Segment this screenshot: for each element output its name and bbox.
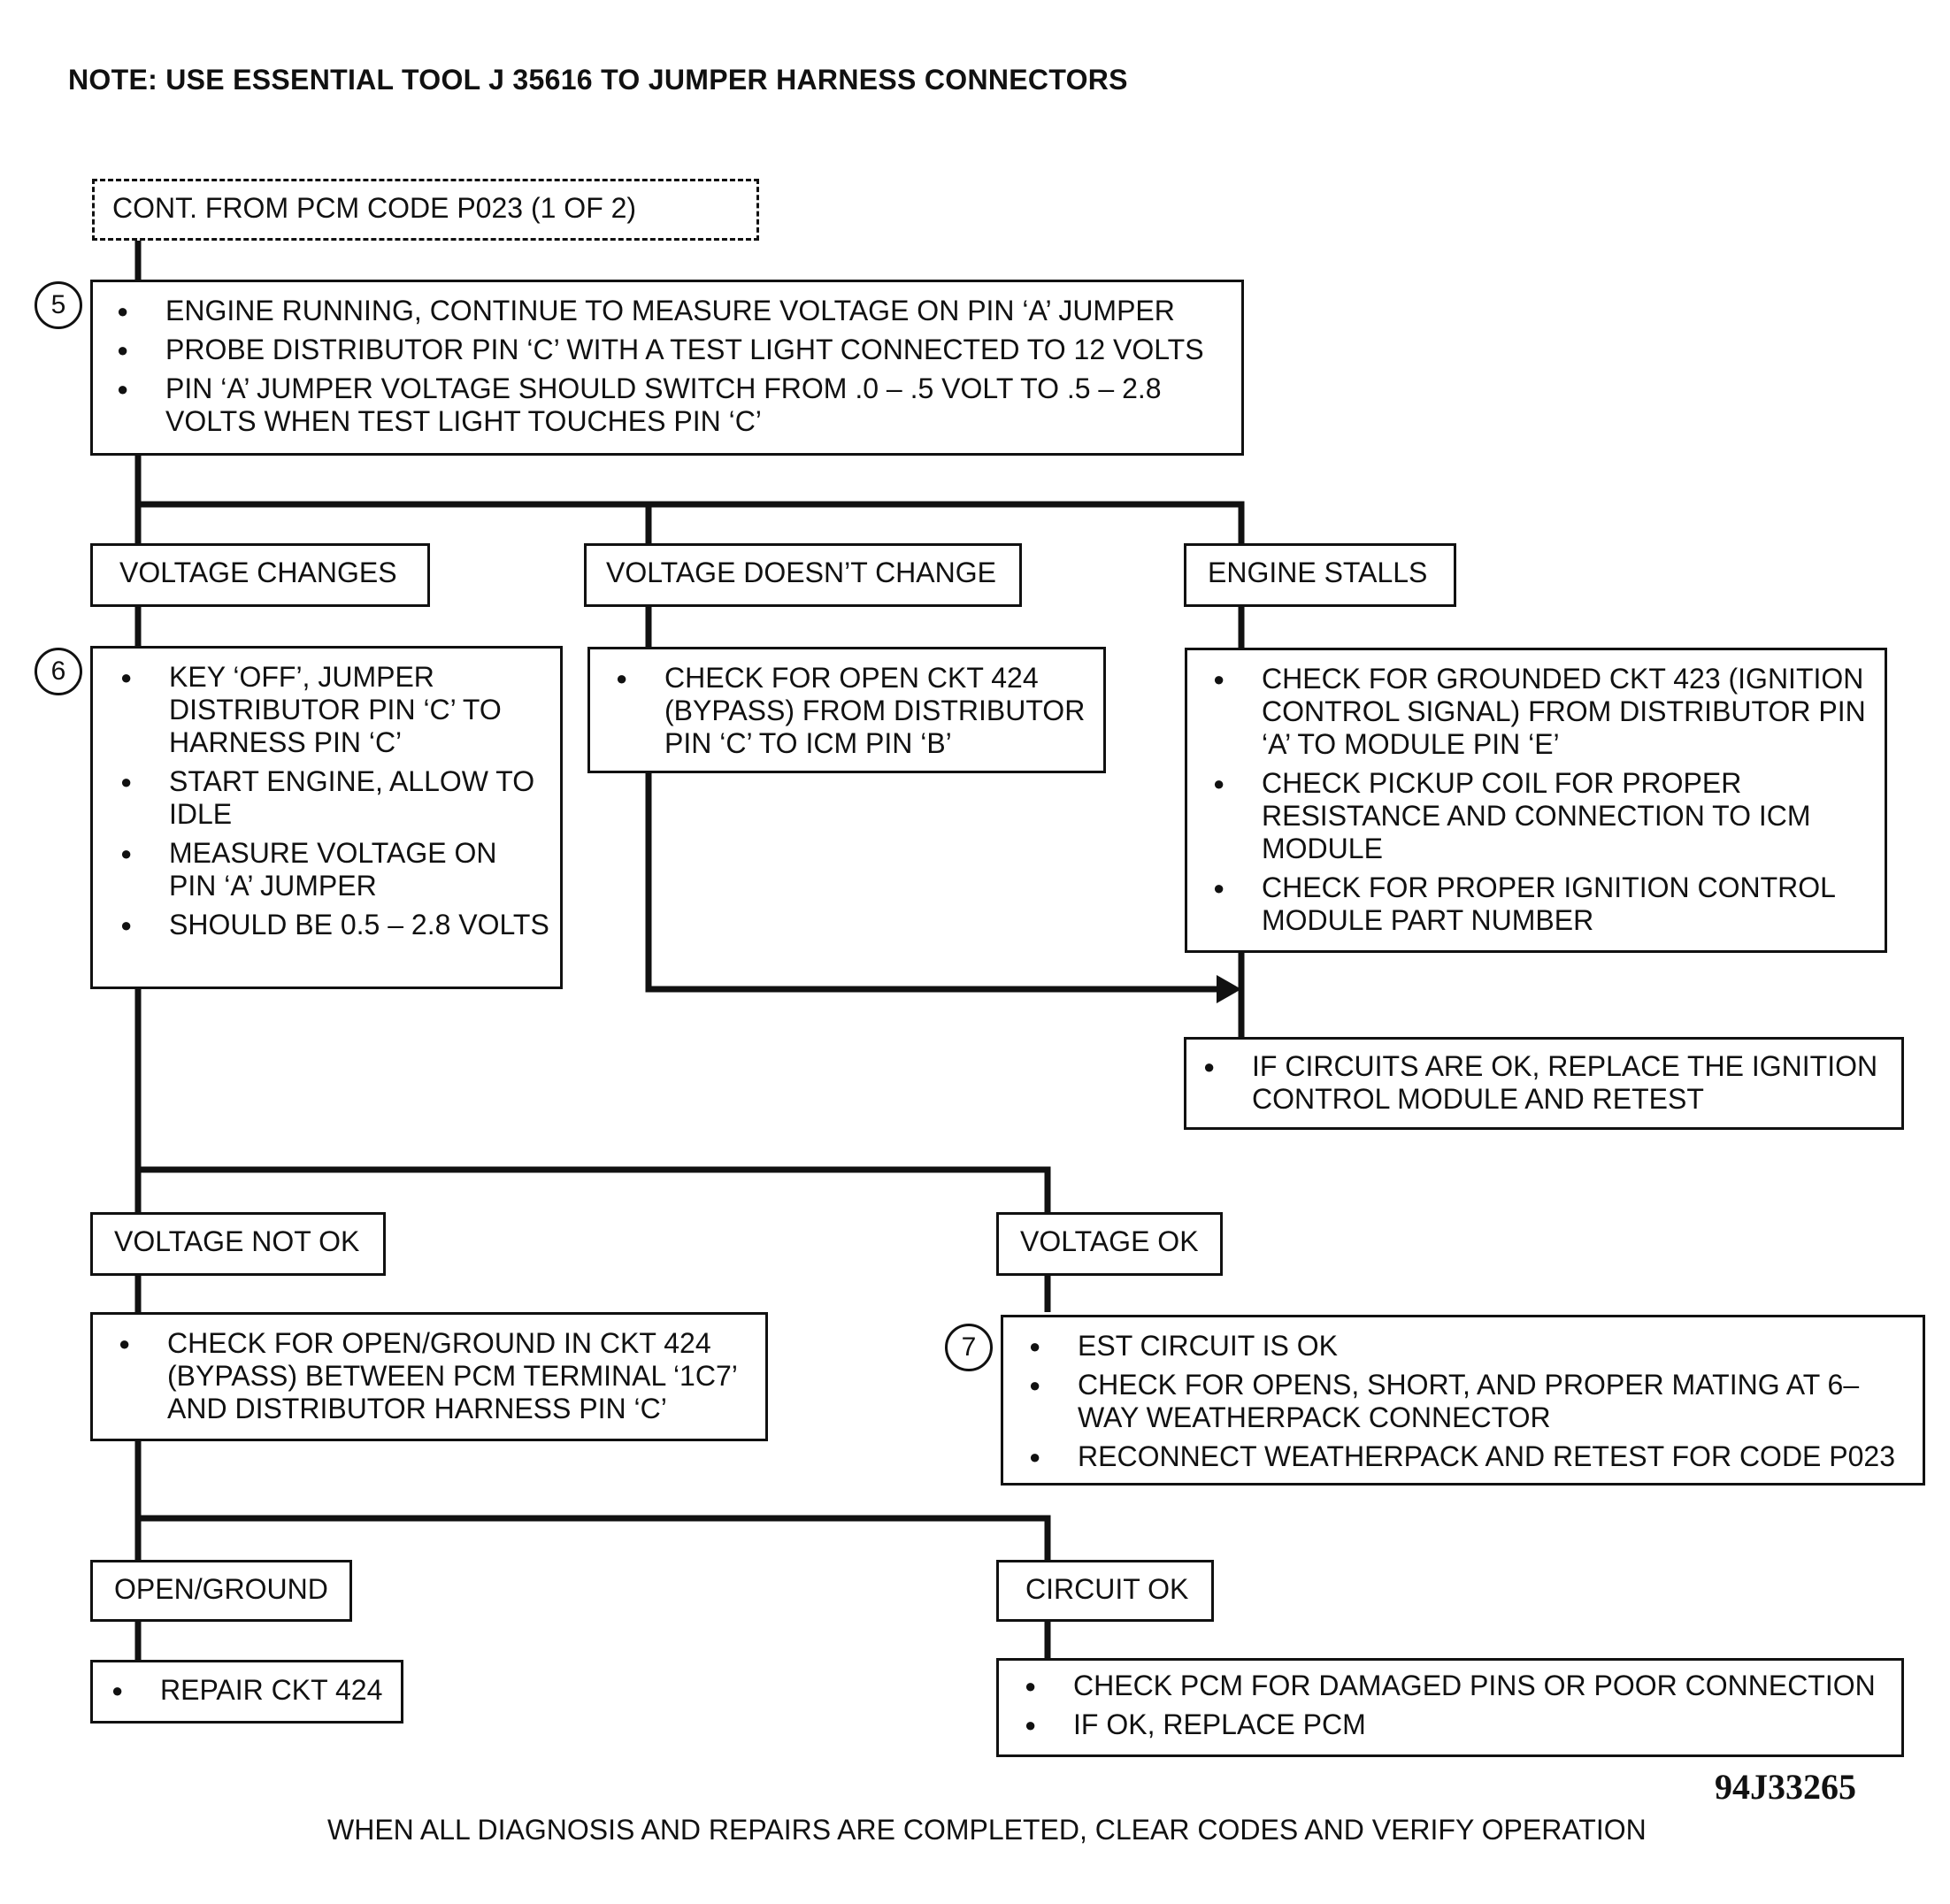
step-7-box: EST CIRCUIT IS OK CHECK FOR OPENS, SHORT… bbox=[1001, 1315, 1925, 1486]
voltage-not-ok-label: VOLTAGE NOT OK bbox=[114, 1225, 360, 1257]
circuit-ok-box: CIRCUIT OK bbox=[996, 1560, 1214, 1622]
open-ckt-424-box: CHECK FOR OPEN CKT 424 (BYPASS) FROM DIS… bbox=[587, 647, 1106, 773]
step-7-badge: 7 bbox=[945, 1324, 993, 1371]
step-7-bullet: RECONNECT WEATHERPACK AND RETEST FOR COD… bbox=[1029, 1440, 1918, 1473]
tool-note: NOTE: USE ESSENTIAL TOOL J 35616 TO JUMP… bbox=[68, 64, 1128, 96]
voltage-changes-label: VOLTAGE CHANGES bbox=[119, 557, 397, 588]
grounded-ckt-bullet: CHECK PICKUP COIL FOR PROPER RESISTANCE … bbox=[1213, 767, 1881, 865]
voltage-ok-box: VOLTAGE OK bbox=[996, 1212, 1223, 1276]
engine-stalls-box: ENGINE STALLS bbox=[1184, 543, 1456, 607]
grounded-ckt-bullet: CHECK FOR GROUNDED CKT 423 (IGNITION CON… bbox=[1213, 663, 1881, 761]
open-ground-box: OPEN/GROUND bbox=[90, 1560, 352, 1622]
circuit-ok-label: CIRCUIT OK bbox=[1025, 1573, 1189, 1605]
replace-icm-box: IF CIRCUITS ARE OK, REPLACE THE IGNITION… bbox=[1184, 1037, 1904, 1130]
grounded-ckt-423-box: CHECK FOR GROUNDED CKT 423 (IGNITION CON… bbox=[1185, 648, 1887, 953]
continuation-label: CONT. FROM PCM CODE P023 (1 OF 2) bbox=[112, 192, 637, 224]
step-5-box: ENGINE RUNNING, CONTINUE TO MEASURE VOLT… bbox=[90, 280, 1244, 456]
engine-stalls-label: ENGINE STALLS bbox=[1208, 557, 1428, 588]
connector-open-to-arrow bbox=[645, 772, 1217, 993]
step-5-bullet: PROBE DISTRIBUTOR PIN ‘C’ WITH A TEST LI… bbox=[117, 334, 1227, 366]
voltage-ok-label: VOLTAGE OK bbox=[1020, 1225, 1199, 1257]
connector-branch3-bar bbox=[138, 1515, 1051, 1560]
check-open-ground-box: CHECK FOR OPEN/GROUND IN CKT 424 (BYPASS… bbox=[90, 1312, 768, 1441]
step-5-bullet: ENGINE RUNNING, CONTINUE TO MEASURE VOLT… bbox=[117, 295, 1227, 327]
voltage-not-ok-box: VOLTAGE NOT OK bbox=[90, 1212, 386, 1276]
step-5-badge: 5 bbox=[35, 281, 82, 329]
step-5-bullet: PIN ‘A’ JUMPER VOLTAGE SHOULD SWITCH FRO… bbox=[117, 372, 1227, 438]
footer-instruction: WHEN ALL DIAGNOSIS AND REPAIRS ARE COMPL… bbox=[327, 1814, 1647, 1846]
replace-icm-bullet: IF CIRCUITS ARE OK, REPLACE THE IGNITION… bbox=[1203, 1050, 1898, 1116]
check-pcm-box: CHECK PCM FOR DAMAGED PINS OR POOR CONNE… bbox=[996, 1658, 1904, 1757]
step-6-bullet: SHOULD BE 0.5 – 2.8 VOLTS bbox=[120, 909, 549, 941]
repair-ckt-424-box: REPAIR CKT 424 bbox=[90, 1660, 403, 1724]
step-6-badge: 6 bbox=[35, 648, 82, 695]
open-ckt-bullet: CHECK FOR OPEN CKT 424 (BYPASS) FROM DIS… bbox=[616, 662, 1098, 760]
continuation-box: CONT. FROM PCM CODE P023 (1 OF 2) bbox=[92, 179, 759, 241]
step-6-bullet: MEASURE VOLTAGE ON PIN ‘A’ JUMPER bbox=[120, 837, 549, 902]
voltage-changes-box: VOLTAGE CHANGES bbox=[90, 543, 430, 607]
open-ground-label: OPEN/GROUND bbox=[114, 1573, 328, 1605]
check-pcm-bullet: IF OK, REPLACE PCM bbox=[1025, 1708, 1896, 1741]
check-pcm-bullet: CHECK PCM FOR DAMAGED PINS OR POOR CONNE… bbox=[1025, 1670, 1896, 1702]
step-7-bullet: EST CIRCUIT IS OK bbox=[1029, 1330, 1918, 1363]
step-6-box: KEY ‘OFF’, JUMPER DISTRIBUTOR PIN ‘C’ TO… bbox=[90, 646, 563, 989]
grounded-ckt-bullet: CHECK FOR PROPER IGNITION CONTROL MODULE… bbox=[1213, 871, 1881, 937]
voltage-doesnt-change-label: VOLTAGE DOESN’T CHANGE bbox=[606, 557, 996, 588]
repair-bullet: REPAIR CKT 424 bbox=[111, 1674, 390, 1707]
check-open-ground-bullet: CHECK FOR OPEN/GROUND IN CKT 424 (BYPASS… bbox=[119, 1327, 760, 1425]
voltage-doesnt-change-box: VOLTAGE DOESN’T CHANGE bbox=[584, 543, 1022, 607]
connector-branch2-bar bbox=[138, 1166, 1051, 1212]
step-6-bullet: KEY ‘OFF’, JUMPER DISTRIBUTOR PIN ‘C’ TO… bbox=[120, 661, 549, 759]
connector-branch1-bar bbox=[138, 501, 1245, 543]
step-7-bullet: CHECK FOR OPENS, SHORT, AND PROPER MATIN… bbox=[1029, 1369, 1918, 1434]
step-6-bullet: START ENGINE, ALLOW TO IDLE bbox=[120, 765, 549, 831]
figure-id: 94J33265 bbox=[1715, 1767, 1856, 1807]
arrowhead-icon bbox=[1217, 975, 1241, 1003]
